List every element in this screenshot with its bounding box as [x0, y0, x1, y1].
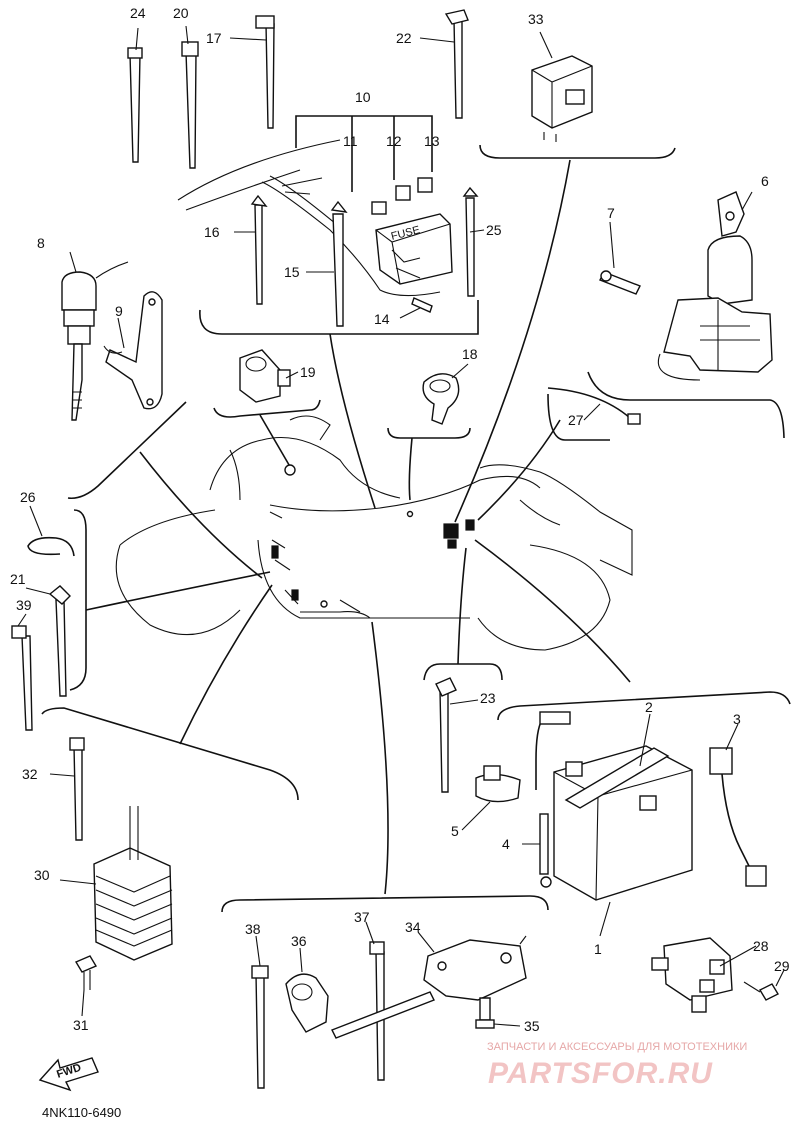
starter-relay-28-part: [651, 937, 733, 1013]
callout-17: 17: [206, 30, 222, 46]
cable-tie-15-part: [332, 213, 344, 327]
battery-1-part: [553, 745, 693, 901]
callout-6: 6: [761, 173, 769, 189]
callout-1: 1: [594, 941, 602, 957]
group-brackets: [41, 144, 791, 913]
callout-32: 32: [22, 766, 38, 782]
callout-11: 11: [343, 133, 358, 149]
callout-3: 3: [733, 711, 741, 727]
callout-34: 34: [405, 919, 421, 935]
callout-leaders: [17, 25, 785, 1027]
callout-22: 22: [396, 30, 412, 46]
callout-13: 13: [424, 133, 440, 149]
diagram-code: 4NK110-6490: [42, 1105, 121, 1120]
callout-5: 5: [451, 823, 459, 839]
cable-tie-32-part: [69, 737, 85, 841]
fuse-11-part: [371, 201, 387, 215]
clamp-36-part: [285, 973, 329, 1033]
callout-25: 25: [486, 222, 502, 238]
callout-8: 8: [37, 235, 45, 251]
callout-18: 18: [462, 346, 478, 362]
fwd-arrow-icon: FWD: [38, 1057, 99, 1092]
relay-33-part: [531, 55, 593, 142]
callout-21: 21: [10, 571, 26, 587]
callout-38: 38: [245, 921, 261, 937]
ties-top: [127, 9, 469, 169]
callout-36: 36: [291, 933, 307, 949]
rectifier-30-part: [93, 806, 173, 961]
callout-33: 33: [528, 11, 544, 27]
flasher-8-part: [61, 261, 129, 421]
callout-numbers: 1 2 3 4 5 6 7 8 9 10 11 12 13 14 15 16 1…: [10, 5, 790, 1034]
bracket-9-part: [103, 291, 163, 410]
callout-35: 35: [524, 1018, 540, 1034]
switch-34-part: [331, 935, 527, 1039]
clamp-18-part: [422, 373, 460, 425]
tie-39-part: [11, 625, 33, 731]
callout-16: 16: [204, 224, 220, 240]
watermark-tagline: ЗАПЧАСТИ И АКСЕССУАРЫ ДЛЯ МОТОТЕХНИКИ: [487, 1041, 747, 1053]
callout-7: 7: [607, 205, 615, 221]
wire-27-part: [547, 387, 641, 425]
bolt-31-part: [74, 955, 98, 990]
callout-9: 9: [115, 303, 123, 319]
bolt-29-part: [743, 981, 779, 1001]
callout-39: 39: [16, 597, 32, 613]
callout-24: 24: [130, 5, 146, 21]
watermark-brand: PARTSFOR.RU: [488, 1057, 713, 1090]
callout-4: 4: [502, 836, 510, 852]
callout-12: 12: [386, 133, 402, 149]
cable-tie-23-part: [435, 677, 457, 793]
callout-30: 30: [34, 867, 50, 883]
callout-14: 14: [374, 311, 390, 327]
band-5-part: [475, 765, 521, 803]
callout-31: 31: [73, 1017, 89, 1033]
watermark: ЗАПЧАСТИ И АКСЕССУАРЫ ДЛЯ МОТОТЕХНИКИ PA…: [487, 1041, 747, 1090]
callout-28: 28: [753, 938, 769, 954]
motorcycle-outline: [115, 415, 633, 651]
callout-20: 20: [173, 5, 189, 21]
callout-26: 26: [20, 489, 36, 505]
cable-tie-16-part: [254, 204, 263, 305]
callout-37: 37: [354, 909, 370, 925]
clamp-19-part: [239, 349, 291, 403]
cable-tie-38-part: [251, 965, 269, 1089]
callout-2: 2: [645, 699, 653, 715]
main-switch-6-part: [599, 191, 773, 381]
callout-29: 29: [774, 958, 790, 974]
callout-19: 19: [300, 364, 316, 380]
wire-harness-top: FUSE: [177, 116, 479, 327]
callout-15: 15: [284, 264, 300, 280]
callout-27: 27: [568, 412, 584, 428]
band-2-part: [564, 747, 670, 809]
fuse-12-part: [395, 185, 411, 201]
bolt-35-part: [475, 997, 495, 1029]
clip-26-part: [27, 536, 75, 557]
cable-tie-21-part: [48, 585, 71, 697]
positive-lead-3-part: [709, 747, 767, 887]
callout-23: 23: [480, 690, 496, 706]
cable-tie-25-part: [465, 197, 475, 297]
callout-10: 10: [355, 89, 371, 105]
fuse-13-part: [417, 177, 433, 193]
